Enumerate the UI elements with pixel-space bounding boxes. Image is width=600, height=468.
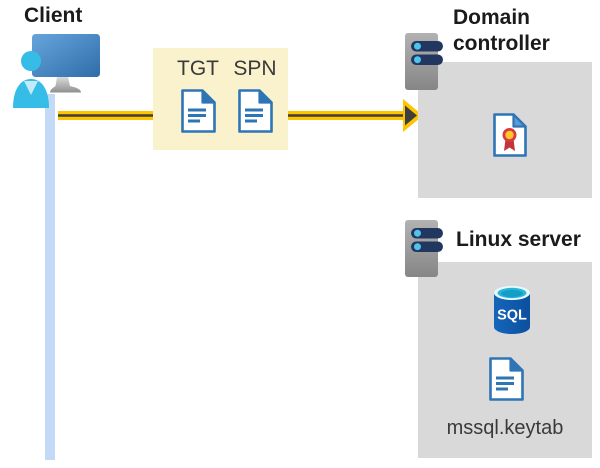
linux-server-title: Linux server xyxy=(456,228,581,251)
spn-ticket: SPN xyxy=(227,56,283,139)
spn-label: SPN xyxy=(233,57,277,80)
user-icon xyxy=(13,51,49,108)
tgt-document-icon xyxy=(180,88,217,134)
client-user-monitor-icon xyxy=(13,34,100,108)
monitor-icon xyxy=(32,34,100,77)
certificate-icon xyxy=(493,113,527,157)
tgt-ticket: TGT xyxy=(170,56,226,139)
spn-document-icon xyxy=(237,88,274,134)
keytab-file-label: mssql.keytab xyxy=(446,417,564,439)
client-network-line xyxy=(45,94,55,460)
client-title: Client xyxy=(24,4,83,27)
monitor-stand xyxy=(50,77,81,93)
domain-controller-title: Domain controller xyxy=(453,6,550,55)
keytab-document-icon xyxy=(488,356,525,402)
ticket-panel: TGT SPN xyxy=(153,48,288,150)
tgt-label: TGT xyxy=(177,57,219,80)
sql-badge-label: SQL xyxy=(497,308,527,324)
domain-controller-server-icon xyxy=(405,33,445,91)
linux-server-icon xyxy=(405,220,445,278)
sql-database-icon: SQL xyxy=(494,286,530,334)
